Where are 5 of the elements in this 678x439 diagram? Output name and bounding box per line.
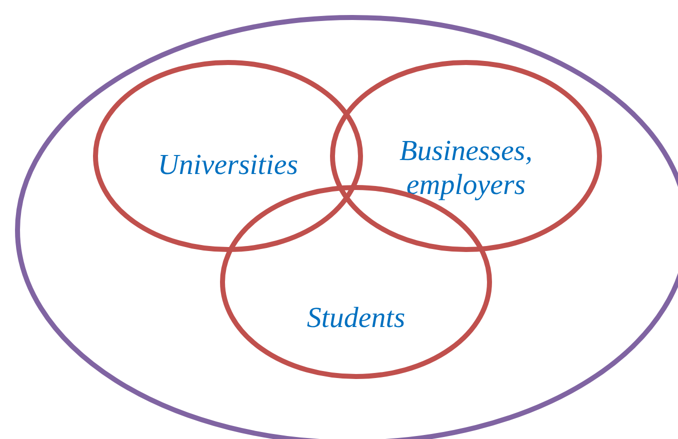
venn-circle [330,60,602,252]
circle-label: Universities [156,148,300,182]
venn-circle [93,60,363,252]
circle-label: Students [306,301,406,335]
circle-label: Businesses, employers [398,134,534,202]
